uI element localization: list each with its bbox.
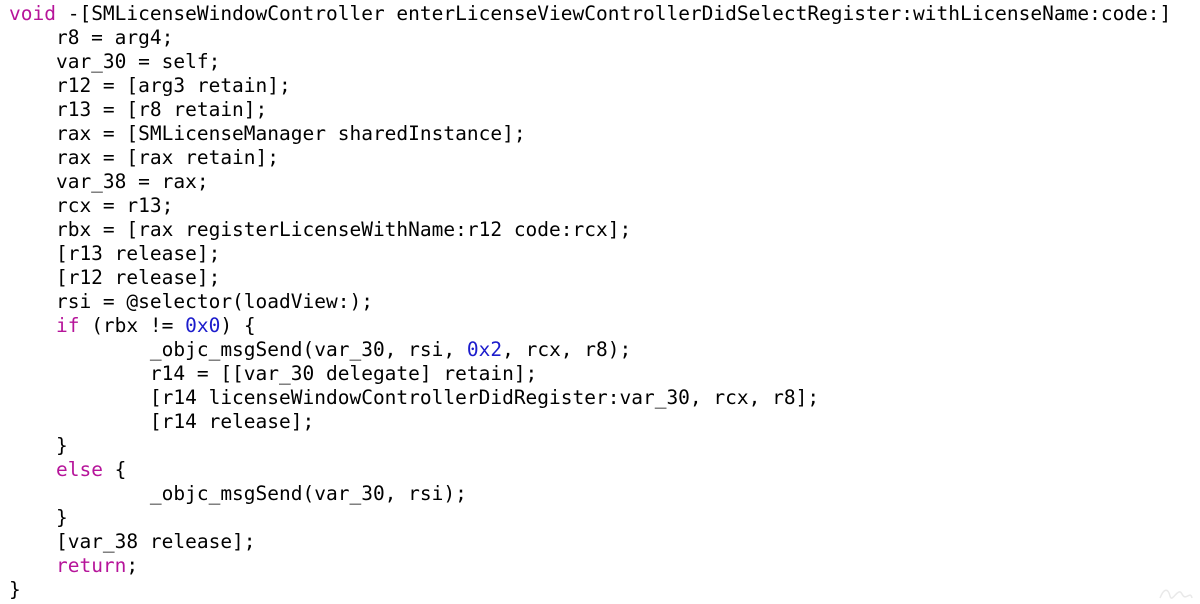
code-text: r8 = arg4; bbox=[9, 26, 174, 49]
code-text: [r13 release]; bbox=[9, 242, 221, 265]
code-text: var_38 = rax; bbox=[9, 170, 209, 193]
code-text bbox=[9, 554, 56, 577]
code-line: rax = [rax retain]; bbox=[9, 146, 279, 170]
code-line: _objc_msgSend(var_30, rsi, 0x2, rcx, r8)… bbox=[9, 338, 631, 362]
code-line: void -[SMLicenseWindowController enterLi… bbox=[9, 2, 1171, 26]
code-line: } bbox=[9, 578, 21, 602]
code-line: [r14 licenseWindowControllerDidRegister:… bbox=[9, 386, 819, 410]
code-line: } bbox=[9, 506, 68, 530]
code-text: var_30 = self; bbox=[9, 50, 221, 73]
code-text: , rcx, r8); bbox=[502, 338, 632, 361]
code-line: [var_38 release]; bbox=[9, 530, 256, 554]
code-text: } bbox=[9, 434, 68, 457]
code-text: -[SMLicenseWindowController enterLicense… bbox=[55, 2, 1172, 25]
code-text: rbx = [rax registerLicenseWithName:r12 c… bbox=[9, 218, 632, 241]
code-keyword: if bbox=[55, 314, 80, 337]
code-keyword: void bbox=[9, 2, 56, 25]
code-line: rax = [SMLicenseManager sharedInstance]; bbox=[9, 122, 526, 146]
code-text: r14 = [[var_30 delegate] retain]; bbox=[9, 362, 538, 385]
code-text: rax = [SMLicenseManager sharedInstance]; bbox=[9, 122, 526, 145]
code-text: _objc_msgSend(var_30, rsi, bbox=[9, 338, 467, 361]
code-line: r14 = [[var_30 delegate] retain]; bbox=[9, 362, 537, 386]
code-line: rcx = r13; bbox=[9, 194, 173, 218]
code-number: 0x0 bbox=[185, 314, 221, 337]
code-line: var_30 = self; bbox=[9, 50, 220, 74]
code-text: rax = [rax retain]; bbox=[9, 146, 280, 169]
code-text: rcx = r13; bbox=[9, 194, 174, 217]
code-text: [var_38 release]; bbox=[9, 530, 256, 553]
code-line: [r13 release]; bbox=[9, 242, 220, 266]
code-text: (rbx != bbox=[79, 314, 186, 337]
code-text: rsi = @selector(loadView:); bbox=[9, 290, 373, 313]
code-text: r12 = [arg3 retain]; bbox=[9, 74, 291, 97]
code-line: r8 = arg4; bbox=[9, 26, 173, 50]
code-line: [r12 release]; bbox=[9, 266, 220, 290]
code-text: } bbox=[9, 578, 21, 601]
code-keyword: else bbox=[55, 458, 103, 481]
code-line: r12 = [arg3 retain]; bbox=[9, 74, 291, 98]
code-line: } bbox=[9, 434, 68, 458]
code-line: rsi = @selector(loadView:); bbox=[9, 290, 373, 314]
code-text: [r12 release]; bbox=[9, 266, 221, 289]
code-text: } bbox=[9, 506, 68, 529]
code-text: [r14 licenseWindowControllerDidRegister:… bbox=[9, 386, 820, 409]
code-text: _objc_msgSend(var_30, rsi); bbox=[9, 482, 467, 505]
code-line: return; bbox=[9, 554, 138, 578]
code-text: ; bbox=[126, 554, 139, 577]
code-text bbox=[9, 314, 56, 337]
code-line: else { bbox=[9, 458, 126, 482]
code-text: r13 = [r8 retain]; bbox=[9, 98, 268, 121]
code-number: 0x2 bbox=[466, 338, 503, 361]
code-keyword: return bbox=[55, 554, 127, 577]
code-text: ) { bbox=[220, 314, 256, 337]
watermark-icon bbox=[1159, 589, 1193, 599]
code-line: if (rbx != 0x0) { bbox=[9, 314, 256, 338]
code-text bbox=[9, 458, 56, 481]
code-line: _objc_msgSend(var_30, rsi); bbox=[9, 482, 467, 506]
code-line: rbx = [rax registerLicenseWithName:r12 c… bbox=[9, 218, 631, 242]
code-line: var_38 = rax; bbox=[9, 170, 209, 194]
code-line: r13 = [r8 retain]; bbox=[9, 98, 267, 122]
code-line: [r14 release]; bbox=[9, 410, 314, 434]
code-text: { bbox=[102, 458, 127, 481]
code-text: [r14 release]; bbox=[9, 410, 315, 433]
